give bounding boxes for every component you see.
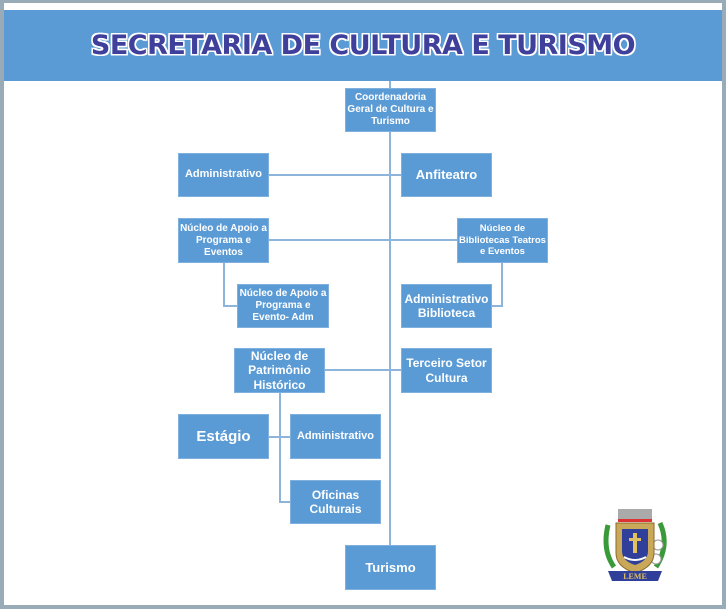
box-anfiteatro: Anfiteatro (401, 153, 492, 197)
connector-administrativo-anfiteatro (269, 174, 401, 176)
box-administrativo-patrimonio: Administrativo (290, 414, 381, 459)
connector-nucleos (269, 239, 457, 241)
connector-bibliotecas-down (501, 263, 503, 307)
connector-patrimonio-administrativo (269, 436, 290, 438)
box-coordenadoria: Coordenadoria Geral de Cultura e Turismo (345, 88, 436, 132)
box-administrativo: Administrativo (178, 153, 269, 197)
box-nucleo-patrimonio: Núcleo de Patrimônio Histórico (234, 348, 325, 393)
box-administrativo-biblioteca: Administrativo Biblioteca (401, 284, 492, 328)
connector-apoio-down (223, 263, 225, 307)
connector-main-vertical (389, 81, 391, 545)
connector-patrimonio-oficinas (279, 501, 290, 503)
box-oficinas: Oficinas Culturais (290, 480, 381, 524)
box-terceiro-setor: Terceiro Setor Cultura (401, 348, 492, 393)
connector-patrimonio-terceiro (325, 369, 401, 371)
connector-patrimonio-down (279, 393, 281, 503)
box-nucleo-bibliotecas: Núcleo de Bibliotecas Teatros e Eventos (457, 218, 548, 263)
connector-biblioteca-adm (492, 305, 503, 307)
header-banner: SECRETARIA DE CULTURA E TURISMO (4, 10, 722, 81)
box-turismo: Turismo (345, 545, 436, 590)
page-title: SECRETARIA DE CULTURA E TURISMO (90, 30, 636, 61)
box-estagio: Estágio (178, 414, 269, 459)
coat-of-arms-logo: LEME (603, 509, 667, 581)
logo-text: LEME (623, 572, 647, 581)
connector-apoio-adm (223, 305, 237, 307)
box-nucleo-apoio: Núcleo de Apoio a Programa e Eventos (178, 218, 269, 263)
box-nucleo-apoio-adm: Núcleo de Apoio a Programa e Evento- Adm (237, 284, 329, 328)
